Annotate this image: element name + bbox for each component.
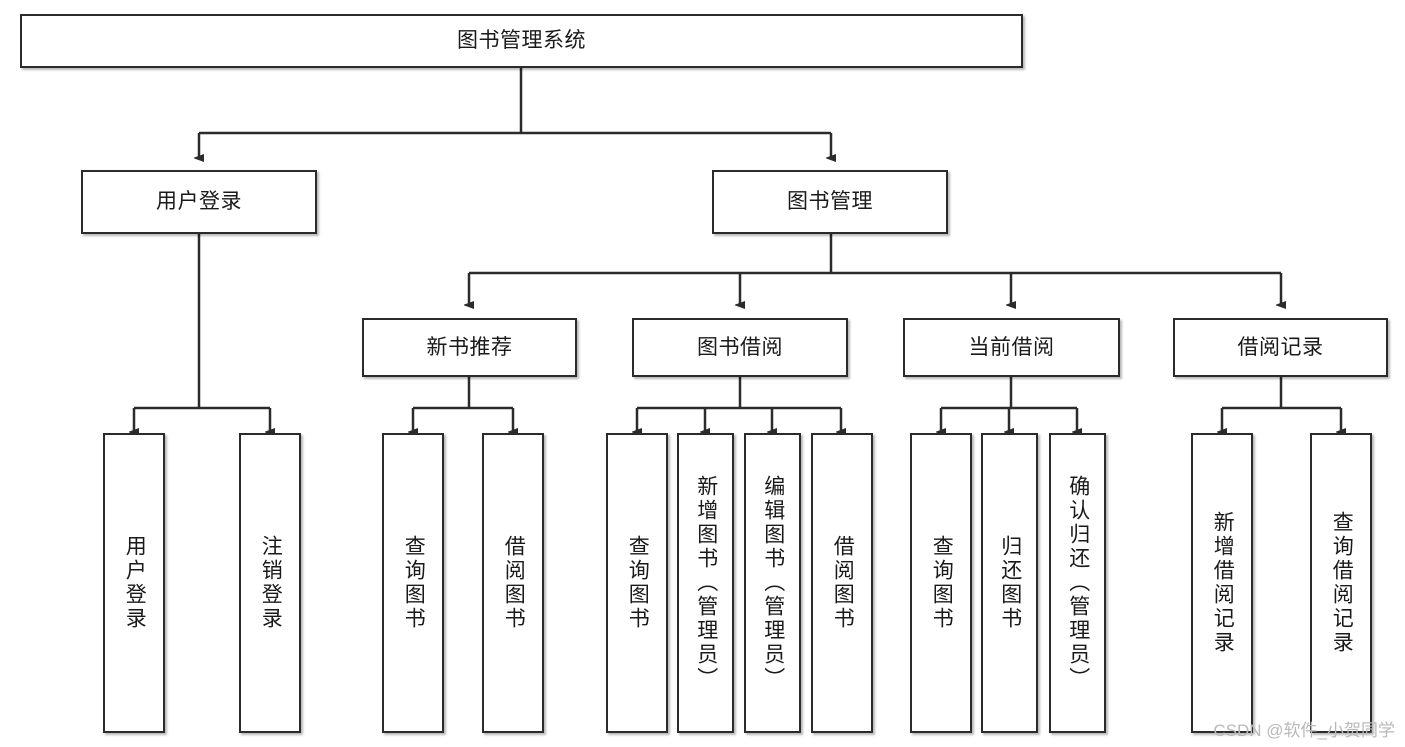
- node-new-book-recommend[interactable]: 新书推荐: [362, 318, 577, 377]
- leaf-add-borrow-record[interactable]: 新增借阅记录: [1191, 433, 1253, 733]
- leaf-add-borrow-record-label: 新增借阅记录: [1211, 511, 1235, 655]
- leaf-edit-book-admin-label: 编辑图书（管理员）: [761, 475, 785, 691]
- node-borrow-record-label: 借阅记录: [1237, 335, 1324, 359]
- leaf-query-book-borrow[interactable]: 查询图书: [606, 433, 668, 733]
- node-user-login-label: 用户登录: [156, 190, 242, 214]
- leaf-user-login-label: 用户登录: [123, 535, 147, 631]
- leaf-query-borrow-record[interactable]: 查询借阅记录: [1310, 433, 1372, 733]
- leaf-user-login[interactable]: 用户登录: [103, 433, 165, 733]
- leaf-confirm-return-admin[interactable]: 确认归还（管理员）: [1049, 433, 1106, 733]
- leaf-return-book-label: 归还图书: [998, 535, 1022, 631]
- leaf-borrow-book-recommend[interactable]: 借阅图书: [482, 433, 544, 733]
- leaf-borrow-book-recommend-label: 借阅图书: [502, 535, 526, 631]
- leaf-logout[interactable]: 注销登录: [239, 433, 301, 733]
- node-book-management[interactable]: 图书管理: [712, 170, 948, 234]
- leaf-query-book-current[interactable]: 查询图书: [910, 433, 972, 733]
- leaf-borrow-book-borrow-label: 借阅图书: [831, 535, 855, 631]
- node-root-label: 图书管理系统: [457, 29, 586, 53]
- leaf-borrow-book-borrow[interactable]: 借阅图书: [811, 433, 873, 733]
- leaf-add-book-admin[interactable]: 新增图书（管理员）: [677, 433, 734, 733]
- leaf-add-book-admin-label: 新增图书（管理员）: [694, 475, 718, 691]
- node-user-login[interactable]: 用户登录: [81, 170, 317, 234]
- node-book-borrow[interactable]: 图书借阅: [632, 318, 848, 377]
- node-root[interactable]: 图书管理系统: [20, 14, 1023, 68]
- leaf-logout-label: 注销登录: [259, 535, 283, 631]
- leaf-query-book-recommend[interactable]: 查询图书: [382, 433, 444, 733]
- node-new-book-recommend-label: 新书推荐: [426, 335, 513, 359]
- node-book-borrow-label: 图书借阅: [697, 335, 783, 359]
- leaf-query-book-current-label: 查询图书: [930, 535, 954, 631]
- node-book-management-label: 图书管理: [787, 190, 873, 214]
- leaf-return-book[interactable]: 归还图书: [981, 433, 1038, 733]
- leaf-confirm-return-admin-label: 确认归还（管理员）: [1066, 475, 1090, 691]
- leaf-query-borrow-record-label: 查询借阅记录: [1330, 511, 1354, 655]
- leaf-query-book-recommend-label: 查询图书: [402, 535, 426, 631]
- node-current-borrow-label: 当前借阅: [968, 335, 1055, 359]
- node-borrow-record[interactable]: 借阅记录: [1173, 318, 1388, 377]
- leaf-query-book-borrow-label: 查询图书: [626, 535, 650, 631]
- node-current-borrow[interactable]: 当前借阅: [903, 318, 1120, 377]
- leaf-edit-book-admin[interactable]: 编辑图书（管理员）: [744, 433, 801, 733]
- watermark: CSDN @软件_小贺同学: [1213, 721, 1395, 740]
